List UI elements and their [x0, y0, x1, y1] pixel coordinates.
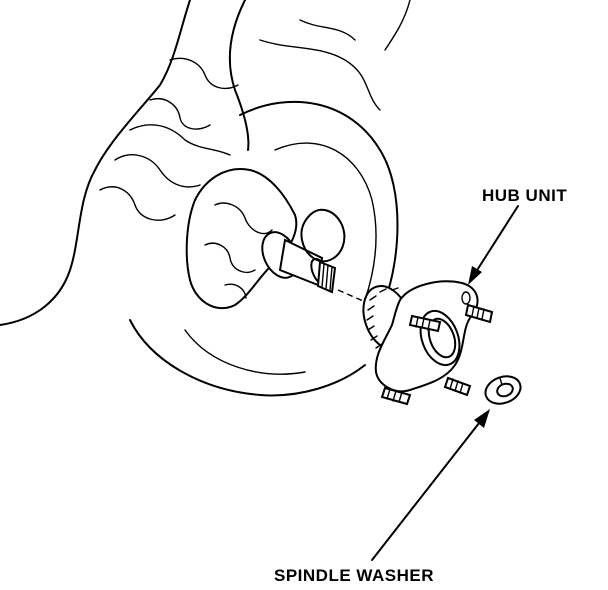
hub-unit-label: HUB UNIT: [482, 186, 568, 205]
suspension-structure: [0, 0, 411, 326]
brake-disc: [129, 100, 399, 397]
spindle-washer-label: SPINDLE WASHER: [274, 566, 435, 585]
hub-unit: [362, 280, 494, 406]
spindle-washer: [484, 375, 522, 405]
spindle: [261, 208, 346, 294]
hub-unit-leader-arrow: [468, 205, 519, 285]
spindle-washer-leader-arrow: [371, 409, 490, 561]
